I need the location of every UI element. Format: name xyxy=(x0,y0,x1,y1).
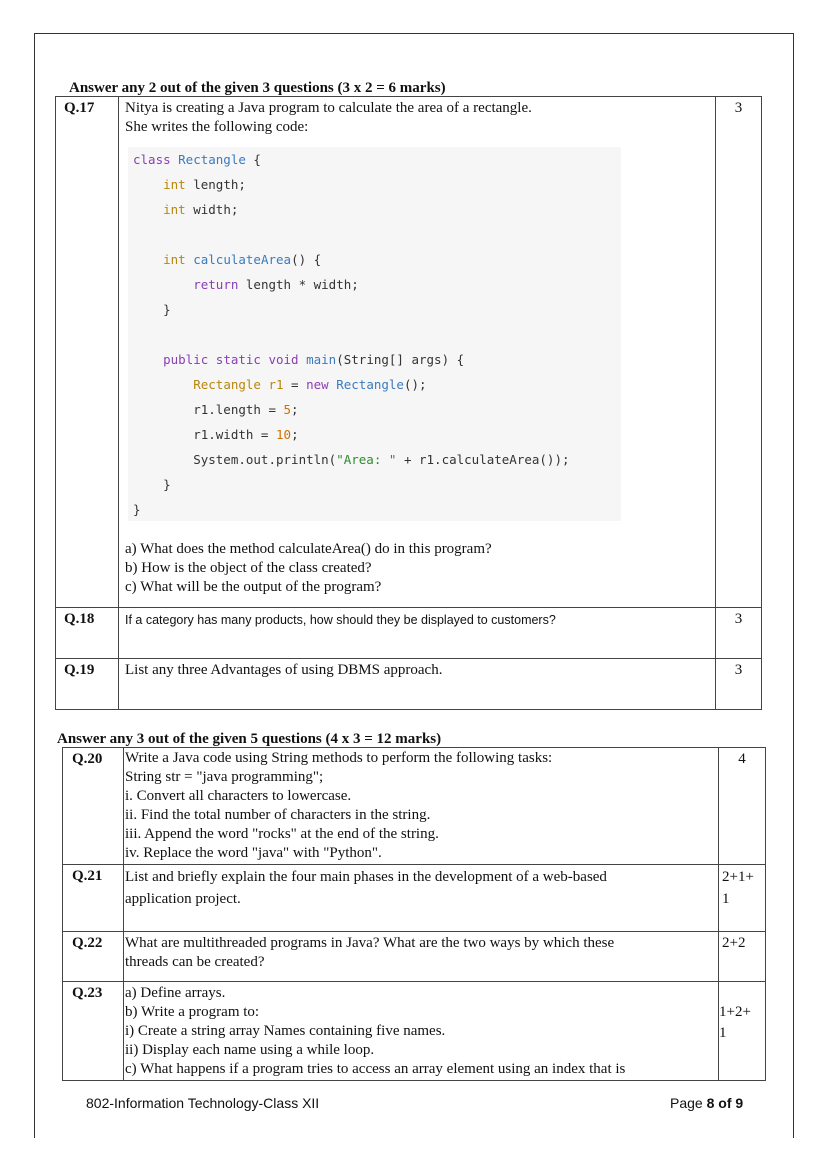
code-line xyxy=(128,322,621,347)
table-row-q21: Q.21 List and briefly explain the four m… xyxy=(62,864,766,932)
question-text: iv. Replace the word "java" with "Python… xyxy=(125,845,382,861)
page-border xyxy=(34,33,794,1138)
table-row-q18: Q.18 If a category has many products, ho… xyxy=(55,607,762,659)
marks: 2+1+ 1 xyxy=(718,864,766,932)
table-row-q22: Q.22 What are multithreaded programs in … xyxy=(62,931,766,982)
marks-line: 2+1+ xyxy=(722,869,754,885)
code-line: r1.length = 5; xyxy=(133,402,299,417)
question-number: Q.20 xyxy=(62,747,124,865)
code-line: int calculateArea() { xyxy=(163,252,322,267)
question-text: List and briefly explain the four main p… xyxy=(125,869,607,885)
question-text: String str = "java programming"; xyxy=(125,769,324,785)
table-row-q23: Q.23 a) Define arrays. b) Write a progra… xyxy=(62,981,766,1081)
code-line: System.out.println("Area: " + r1.calcula… xyxy=(133,452,570,467)
code-line: int width; xyxy=(163,202,239,217)
footer-page-number: Page 8 of 9 xyxy=(670,1095,743,1111)
code-line xyxy=(128,222,621,247)
question-text: List any three Advantages of using DBMS … xyxy=(118,658,716,710)
code-line: class Rectangle { xyxy=(133,152,261,167)
table-row-q20: Q.20 Write a Java code using String meth… xyxy=(62,747,766,865)
question-text: iii. Append the word "rocks" at the end … xyxy=(125,826,439,842)
question-number: Q.21 xyxy=(62,864,124,932)
marks: 3 xyxy=(715,96,762,608)
code-line: } xyxy=(133,302,171,317)
question-text: ii. Find the total number of characters … xyxy=(125,807,431,823)
question-body: Write a Java code using String methods t… xyxy=(123,747,719,865)
question-body: List and briefly explain the four main p… xyxy=(123,864,719,932)
subquestion: b) How is the object of the class create… xyxy=(125,560,372,576)
code-snippet: class Rectangle { int length; int width;… xyxy=(128,147,621,521)
question-number: Q.18 xyxy=(55,607,119,659)
question-text: application project. xyxy=(125,891,241,907)
subquestions: a) What does the method calculateArea() … xyxy=(125,540,715,597)
marks: 2+2 xyxy=(718,931,766,982)
question-text: What are multithreaded programs in Java?… xyxy=(125,935,615,951)
marks: 3 xyxy=(715,658,762,710)
code-line: return length * width; xyxy=(193,277,359,292)
code-line: } xyxy=(133,477,171,492)
question-text: i. Convert all characters to lowercase. xyxy=(125,788,352,804)
question-number: Q.17 xyxy=(55,96,119,608)
question-text: ii) Display each name using a while loop… xyxy=(125,1042,375,1058)
footer-course: 802-Information Technology-Class XII xyxy=(86,1095,320,1111)
subquestion: c) What will be the output of the progra… xyxy=(125,579,382,595)
table-row-q17: Q.17 Nitya is creating a Java program to… xyxy=(55,96,762,608)
marks: 4 xyxy=(718,747,766,865)
question-number: Q.22 xyxy=(62,931,124,982)
question-text: c) What happens if a program tries to ac… xyxy=(125,1061,626,1077)
question-text: b) Write a program to: xyxy=(125,1004,260,1020)
marks-line: 1+2+ xyxy=(719,1004,751,1020)
question-text: Nitya is creating a Java program to calc… xyxy=(125,100,532,116)
section-b-heading: Answer any 3 out of the given 5 question… xyxy=(57,731,442,747)
question-text: i) Create a string array Names containin… xyxy=(125,1023,446,1039)
code-line: Rectangle r1 = new Rectangle(); xyxy=(193,377,427,392)
section-a-table: Q.17 Nitya is creating a Java program to… xyxy=(55,96,762,710)
marks-line: 1 xyxy=(722,891,730,907)
question-text: She writes the following code: xyxy=(125,119,309,135)
table-row-q19: Q.19 List any three Advantages of using … xyxy=(55,658,762,710)
subquestion: a) What does the method calculateArea() … xyxy=(125,541,492,557)
code-line: r1.width = 10; xyxy=(133,427,299,442)
section-a-heading: Answer any 2 out of the given 3 question… xyxy=(69,80,446,96)
question-text: Write a Java code using String methods t… xyxy=(125,750,553,766)
page-current: 8 xyxy=(706,1095,715,1111)
question-text: a) Define arrays. xyxy=(125,985,226,1001)
question-body: Nitya is creating a Java program to calc… xyxy=(118,96,716,608)
question-text: threads can be created? xyxy=(125,954,265,970)
code-line: } xyxy=(133,502,141,517)
marks: 3 xyxy=(715,607,762,659)
code-line: int length; xyxy=(163,177,246,192)
code-line: public static void main(String[] args) { xyxy=(163,352,465,367)
question-number: Q.23 xyxy=(62,981,124,1081)
page-label: Page xyxy=(670,1095,703,1111)
marks-line: 1 xyxy=(719,1025,727,1041)
question-body: a) Define arrays. b) Write a program to:… xyxy=(123,981,719,1081)
question-text: If a category has many products, how sho… xyxy=(118,607,716,659)
page-of: of xyxy=(718,1095,732,1111)
marks: 1+2+ 1 xyxy=(718,981,766,1081)
section-b-table: Q.20 Write a Java code using String meth… xyxy=(62,747,766,1081)
question-number: Q.19 xyxy=(55,658,119,710)
question-body: What are multithreaded programs in Java?… xyxy=(123,931,719,982)
page-total: 9 xyxy=(735,1095,744,1111)
